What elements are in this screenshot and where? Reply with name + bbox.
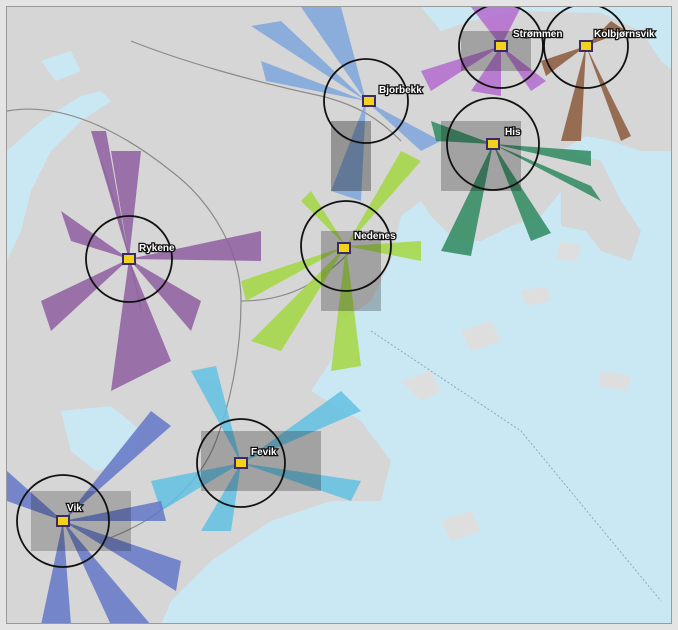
- place-label-his: His: [505, 127, 521, 138]
- catchment-rykene: [41, 131, 261, 391]
- place-label-rykene: Rykene: [139, 243, 175, 254]
- place-label-fevik: Fevik: [251, 447, 277, 458]
- ring-fevik: [196, 418, 286, 508]
- pin-icon[interactable]: [122, 253, 136, 265]
- ring-strommen: [458, 7, 544, 89]
- ring-rykene: [85, 215, 173, 303]
- catchment-nedenes: [241, 151, 421, 371]
- pin-icon[interactable]: [486, 138, 500, 150]
- pin-icon[interactable]: [56, 515, 70, 527]
- catchment-his: [431, 121, 601, 256]
- pin-icon[interactable]: [337, 242, 351, 254]
- place-str-mmen[interactable]: Strømmen: [494, 28, 564, 52]
- ring-his: [446, 97, 540, 191]
- land-headland-east: [561, 151, 641, 261]
- fjord-west: [7, 91, 111, 261]
- place-label-kolbj-rnsvik: Kolbjørnsvik: [594, 29, 655, 40]
- place-label-vik: Vik: [67, 503, 82, 514]
- pin-icon[interactable]: [234, 457, 248, 469]
- ring-nedenes: [300, 200, 392, 292]
- catchment-vik: [7, 411, 181, 623]
- place-vik[interactable]: Vik: [56, 502, 84, 527]
- catchment-strommen: [421, 7, 546, 96]
- place-his[interactable]: His: [486, 126, 522, 150]
- place-bjorbekk[interactable]: Bjorbekk: [362, 84, 424, 107]
- pin-icon[interactable]: [362, 95, 376, 107]
- buffer-rings: [16, 7, 629, 568]
- ring-kolbjornsvik: [543, 7, 629, 89]
- catchment-bjorbekk: [251, 7, 441, 201]
- catchment-kolbjornsvik: [541, 21, 631, 141]
- place-fevik[interactable]: Fevik: [234, 446, 278, 469]
- place-label-nedenes: Nedenes: [354, 231, 396, 242]
- catchment-fevik: [151, 366, 361, 531]
- ring-vik: [16, 474, 110, 568]
- settlement-dots: [31, 31, 531, 551]
- pin-icon[interactable]: [579, 40, 593, 52]
- lake-north: [41, 51, 81, 81]
- place-kolbj-rnsvik[interactable]: Kolbjørnsvik: [579, 28, 656, 52]
- sea-boundary-line: [370, 330, 662, 602]
- place-rykene[interactable]: Rykene: [122, 242, 176, 265]
- place-label-str-mmen: Strømmen: [513, 29, 562, 40]
- place-label-bjorbekk: Bjorbekk: [379, 85, 422, 96]
- place-nedenes[interactable]: Nedenes: [337, 230, 397, 254]
- pin-icon[interactable]: [494, 40, 508, 52]
- ring-bjorbekk: [323, 58, 409, 144]
